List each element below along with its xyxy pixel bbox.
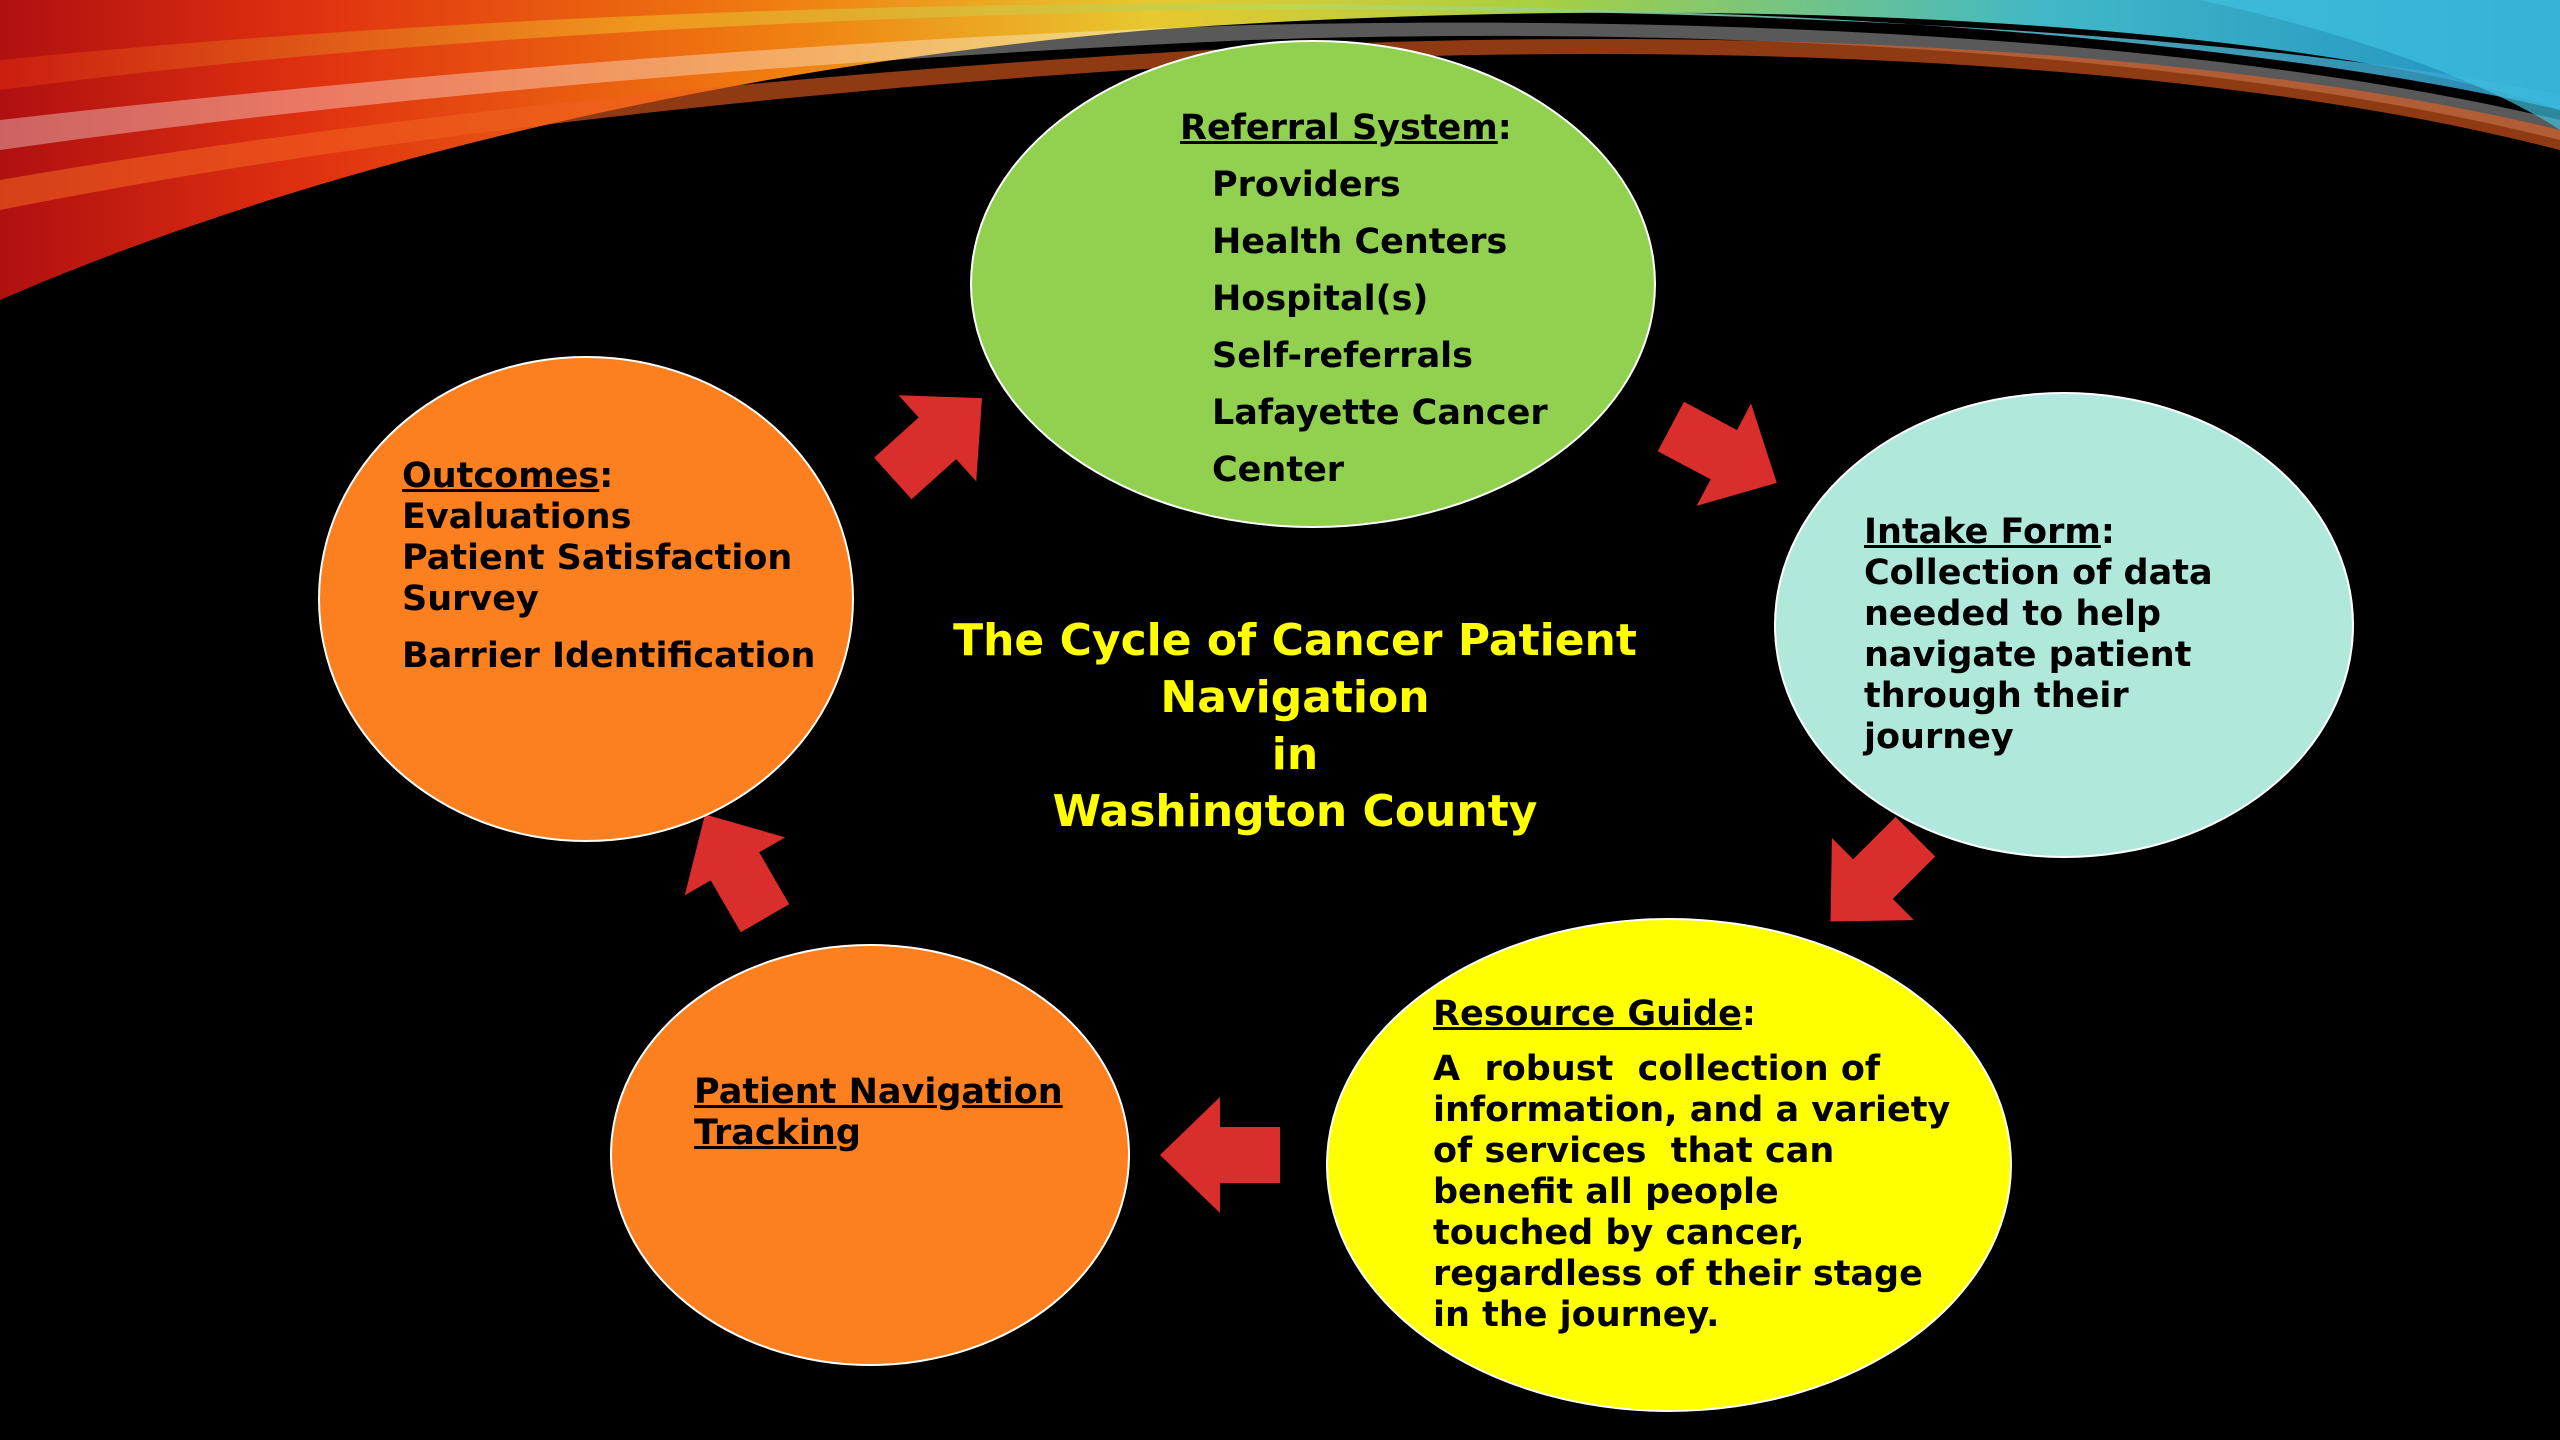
referral-item: Center [1212, 450, 1345, 490]
referral-item: Health Centers [1212, 222, 1508, 262]
resource-line: information, and a variety [1433, 1090, 1951, 1130]
title-line: The Cycle of Cancer Patient [953, 615, 1637, 666]
swoosh-band [2200, 0, 2560, 130]
resource-guide-text: Resource Guide: A robust collection of i… [1433, 994, 1953, 1336]
patient-navigation-tracking-node [610, 944, 1130, 1366]
outcomes-text: Outcomes: Evaluations Patient Satisfacti… [402, 456, 822, 677]
intake-form-heading: Intake Form [1864, 512, 2101, 552]
patient-navigation-tracking-text: Patient Navigation Tracking [694, 1072, 1094, 1154]
intake-line: needed to help [1864, 594, 2162, 634]
swoosh-band [0, 3, 2560, 111]
intake-form-node [1774, 392, 2354, 858]
title-line: Washington County [1052, 786, 1538, 837]
resource-line: touched by cancer, [1433, 1213, 1805, 1253]
swoosh-band [0, 22, 2560, 150]
referral-item: Self-referrals [1212, 336, 1474, 376]
outcomes-item: Evaluations [402, 497, 632, 537]
arrow-icon [1830, 816, 1936, 922]
resource-line: of services that can [1433, 1131, 1835, 1171]
referral-item: Providers [1212, 165, 1401, 205]
diagram-title: The Cycle of Cancer Patient Navigation i… [920, 612, 1670, 840]
resource-line: in the journey. [1433, 1295, 1720, 1335]
intake-form-text: Intake Form: Collection of data needed t… [1864, 512, 2284, 758]
outcomes-heading: Outcomes [402, 456, 600, 496]
swoosh-band [0, 38, 2560, 210]
referral-system-text: Referral System: Providers Health Center… [1180, 100, 1580, 499]
resource-line: A robust collection of [1433, 1049, 1881, 1089]
outcomes-item: Survey [402, 579, 539, 619]
tracking-line: Tracking [694, 1113, 861, 1153]
resource-line: regardless of their stage [1433, 1254, 1923, 1294]
swoosh-band [0, 0, 2560, 300]
tracking-line: Patient Navigation [694, 1072, 1063, 1112]
arrow-icon [1160, 1097, 1280, 1213]
outcomes-item: Patient Satisfaction [402, 538, 793, 578]
title-line: Navigation [1160, 672, 1430, 723]
arrow-icon [874, 395, 983, 500]
intake-line: through their journey [1864, 676, 2129, 757]
referral-item: Hospital(s) [1212, 279, 1429, 319]
referral-system-heading: Referral System [1180, 108, 1498, 148]
outcomes-node [318, 356, 854, 842]
referral-item: Lafayette Cancer [1212, 393, 1548, 433]
resource-guide-heading: Resource Guide [1433, 994, 1742, 1034]
referral-system-node [970, 40, 1656, 528]
intake-line: Collection of data [1864, 553, 2213, 593]
resource-line: benefit all people [1433, 1172, 1779, 1212]
title-line: in [1271, 729, 1319, 780]
arrow-icon [1657, 401, 1777, 506]
arrow-icon [684, 814, 790, 933]
outcomes-item: Barrier Identification [402, 636, 816, 676]
resource-guide-node [1326, 918, 2012, 1412]
intake-line: navigate patient [1864, 635, 2192, 675]
